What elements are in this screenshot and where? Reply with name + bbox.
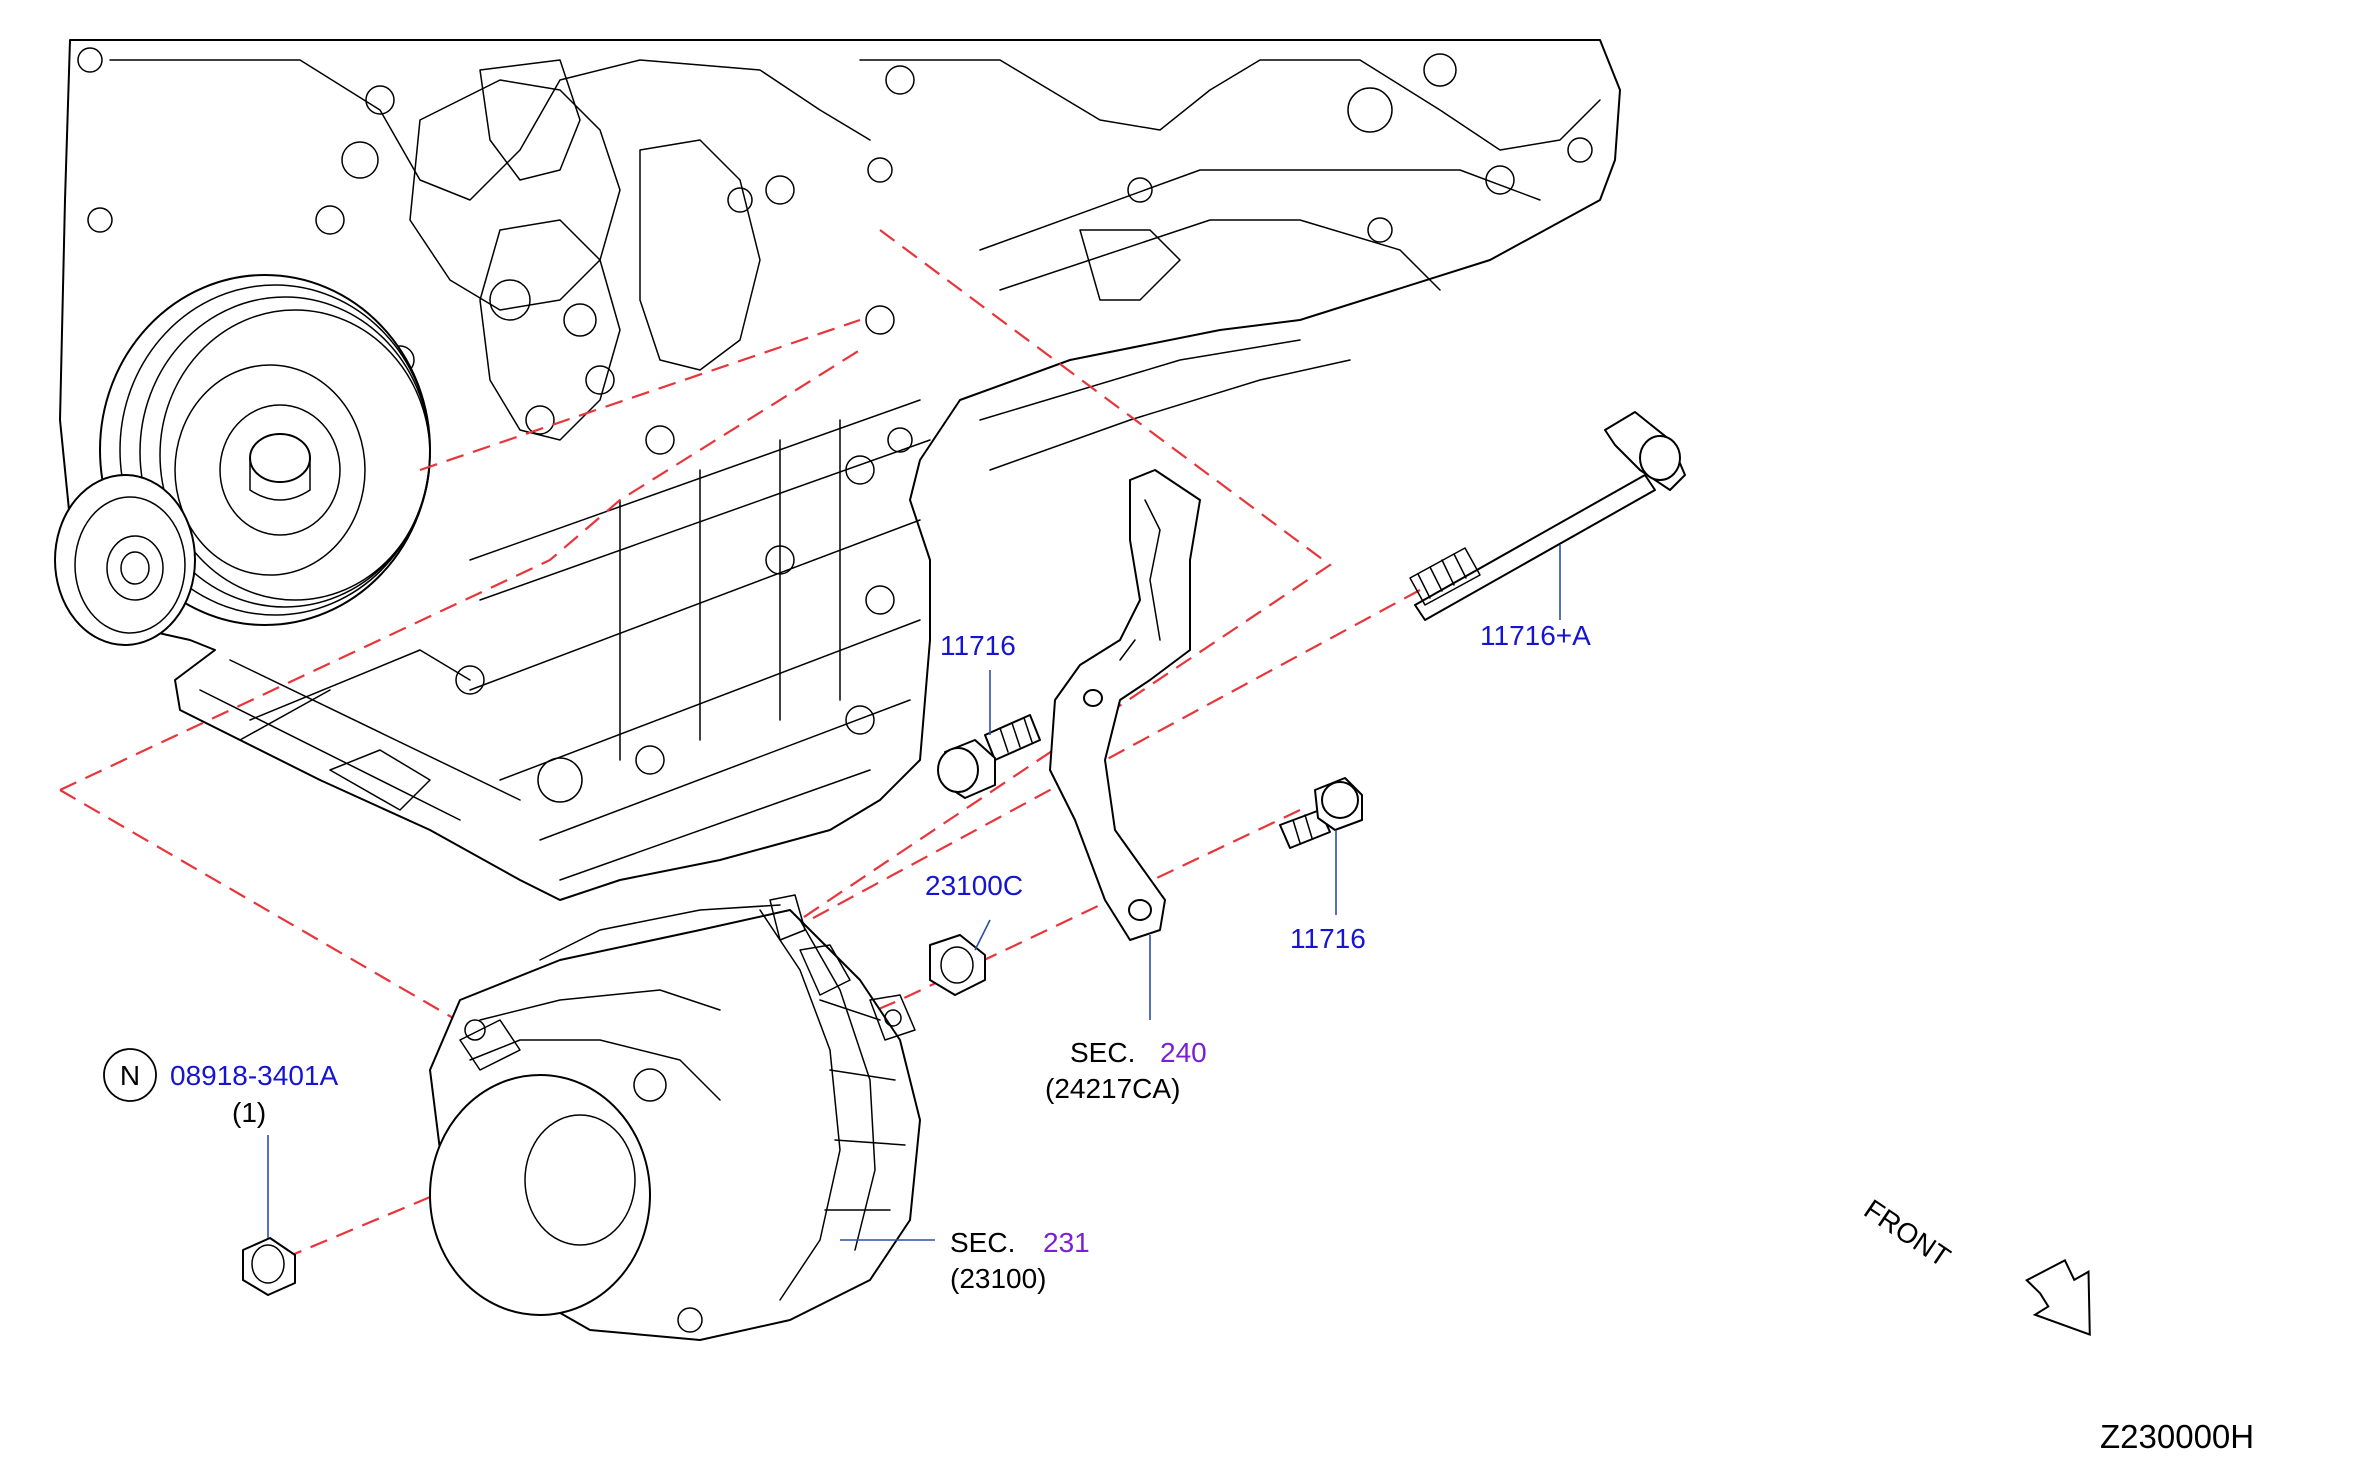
bolt-lower-drawing: [1279, 777, 1363, 849]
label-11716-upper: 11716: [940, 630, 1016, 661]
label-quantity: (1): [232, 1097, 266, 1128]
label-sec-240-number: 240: [1160, 1037, 1207, 1068]
nut-badge-letter: N: [120, 1060, 140, 1091]
nut-08918-drawing: [242, 1237, 296, 1296]
label-23100c: 23100C: [925, 870, 1023, 901]
long-bolt-drawing: [1409, 411, 1686, 621]
label-sec-231-number: 231: [1043, 1227, 1090, 1258]
bracket-drawing: [1049, 469, 1201, 941]
diagram-code: Z230000H: [2100, 1418, 2254, 1455]
label-23100: (23100): [950, 1263, 1047, 1294]
label-08918-3401a: 08918-3401A: [170, 1060, 338, 1091]
alternator-drawing: [429, 894, 921, 1341]
leader-lines: [267, 545, 1561, 1241]
label-11716-lower: 11716: [1290, 923, 1366, 954]
nut-badge: N: [103, 1048, 157, 1102]
bolt-upper-drawing: [937, 714, 1041, 799]
label-sec-240-prefix: SEC.: [1070, 1037, 1135, 1068]
label-sec-231-prefix: SEC.: [950, 1227, 1015, 1258]
label-24217ca: (24217CA): [1045, 1073, 1180, 1104]
engine-block-drawing: [54, 39, 1621, 901]
front-label: FRONT: [1859, 1193, 1956, 1273]
nut-23100c-drawing: [929, 934, 986, 996]
label-11716-a: 11716+A: [1480, 620, 1591, 651]
arrow-icon: [2025, 1258, 2091, 1336]
